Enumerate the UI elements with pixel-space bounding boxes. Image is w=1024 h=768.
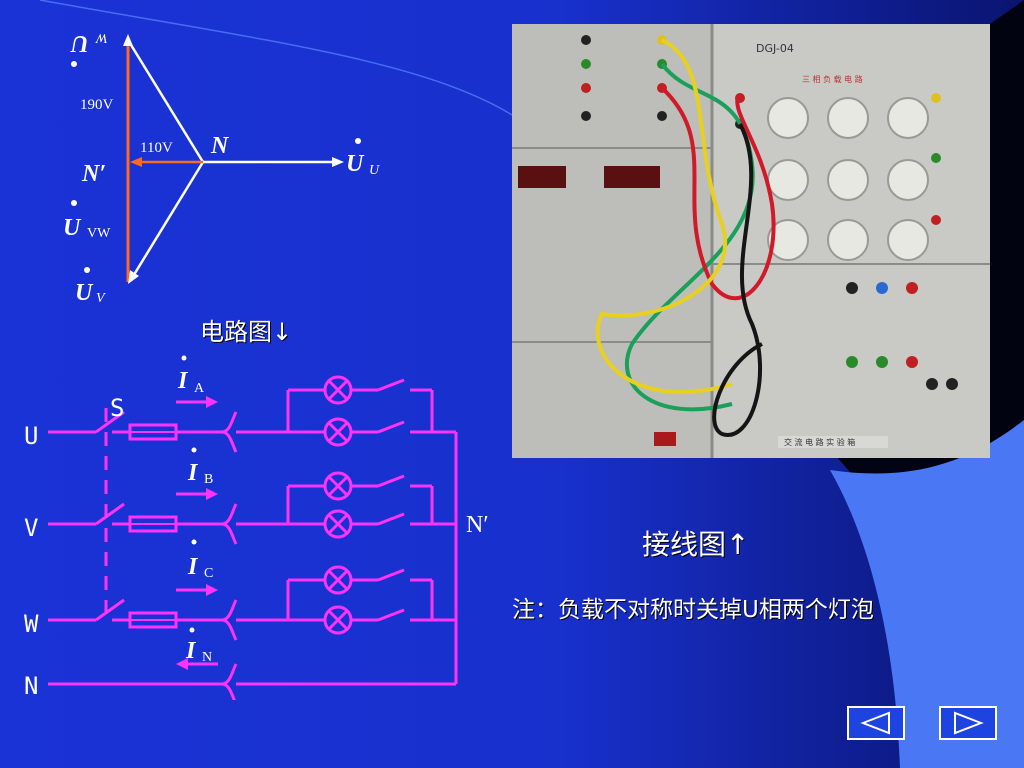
phasor-v-arrowhead [128, 270, 139, 284]
line-label-n: N [24, 672, 38, 700]
wiring-photo: DGJ-04 三 相 负 载 电 路 交 流 电 路 实 验 箱 [512, 24, 990, 458]
previous-slide-button[interactable] [847, 706, 905, 740]
phasor-node-n-prime: N′ [81, 161, 106, 187]
panel-title: 三 相 负 载 电 路 [802, 74, 863, 84]
current-label-n: I [185, 638, 197, 664]
current-label-b: I [187, 460, 199, 486]
fuse-v [128, 515, 178, 533]
panel-model-label: DGJ-04 [756, 42, 794, 55]
line-label-w: W [24, 610, 39, 638]
caption-circuit-diagram: 电路图↓ [200, 318, 293, 346]
phasor-label-uw: U W [70, 30, 108, 56]
triangle-right-icon [954, 711, 984, 735]
current-label-n-sub: N [202, 650, 212, 665]
fuse-w [128, 611, 178, 629]
phasor-v-line [130, 161, 205, 279]
line-label-u: U [24, 422, 38, 450]
phasor-u-arrowhead [332, 157, 344, 167]
phase-v-line [48, 474, 456, 545]
lamp-u-2 [323, 417, 353, 447]
triangle-left-icon [860, 711, 890, 735]
caption-wiring-diagram: 接线图↑ [642, 528, 750, 561]
lamp-v-2 [323, 509, 353, 539]
current-label-c-sub: C [204, 566, 213, 581]
lamp-u-1 [323, 375, 353, 405]
switch-label: S [110, 394, 124, 422]
phasor-label-uvw-sub: VW [87, 226, 111, 241]
phasor-uu-dot [355, 138, 361, 144]
lamp-w-2 [323, 605, 353, 635]
phasor-label-uu: U [346, 151, 365, 177]
current-n-dot [189, 627, 195, 633]
svg-text:W: W [95, 30, 108, 45]
circuit-diagram: S U V W N N′ I A I B I C I N [24, 355, 489, 700]
panel-bottom-label: 交 流 电 路 实 验 箱 [784, 437, 855, 447]
phase-w-line [48, 568, 456, 641]
phasor-neutral-arrowhead [130, 157, 142, 167]
next-slide-button[interactable] [939, 706, 997, 740]
node-n-prime-label: N′ [466, 512, 489, 538]
phasor-label-110v: 110V [140, 140, 173, 156]
phasor-label-uu-sub: U [369, 163, 380, 178]
phasor-diagram: 190V 110V N N′ U W U U U VW U V [63, 30, 380, 306]
current-arrows [176, 396, 218, 670]
current-c-dot [191, 539, 197, 545]
current-label-a: I [177, 368, 189, 394]
phasor-label-uv-sub: V [96, 291, 106, 306]
phasor-label-uv: U [75, 280, 94, 306]
panel-wires [595, 38, 776, 437]
caption-note: 注：负载不对称时关掉U相两个灯泡 [512, 597, 874, 623]
current-label-c: I [187, 554, 199, 580]
phasor-node-n: N [210, 133, 230, 159]
phasor-uv-dot [84, 267, 90, 273]
fuse-u [128, 423, 178, 441]
lamp-v-1 [323, 471, 353, 501]
phasor-uw-dot [71, 61, 77, 67]
phasor-w-line [126, 39, 205, 163]
current-a-dot [181, 355, 187, 361]
phasor-uvw-dot [71, 200, 77, 206]
lamp-w-1 [323, 565, 353, 595]
phase-u-line [48, 378, 456, 453]
current-b-dot [191, 447, 197, 453]
current-label-a-sub: A [194, 381, 205, 396]
panel-bulbs [767, 97, 929, 261]
neutral-line [48, 432, 458, 700]
svg-text:U: U [70, 30, 89, 56]
phasor-label-190v: 190V [80, 97, 114, 113]
phasor-label-uvw: U [63, 215, 82, 241]
current-label-b-sub: B [204, 472, 213, 487]
line-label-v: V [24, 514, 38, 542]
